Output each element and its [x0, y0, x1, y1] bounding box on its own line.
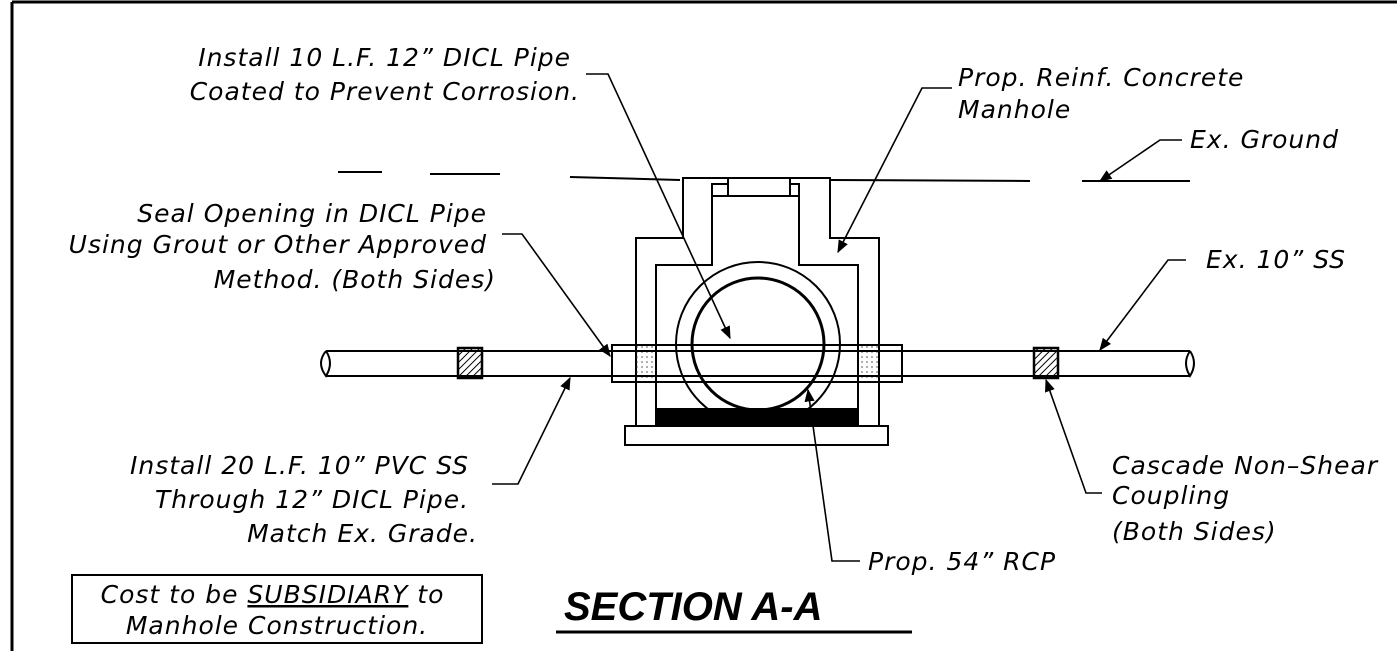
- cost-note: Cost to be SUBSIDIARY to Manhole Constru…: [71, 574, 483, 644]
- manhole-structure: [624, 177, 889, 446]
- manhole-bottom-fill: [656, 408, 858, 426]
- note-dicl-pipe: Install 10 L.F. 12” DICL Pipe Coated to …: [190, 43, 580, 106]
- note-ex-ground: Ex. Ground: [1190, 125, 1339, 154]
- manhole-inner-wall: [655, 195, 859, 426]
- ss-pipe: [320, 346, 1195, 380]
- svg-text:SECTION A-A: SECTION A-A: [564, 585, 823, 629]
- note-manhole: Prop. Reinf. Concrete Manhole: [958, 63, 1253, 124]
- svg-text:Cost to be SUBSIDIARY to: Cost to be SUBSIDIARY to Manhole Constru…: [101, 580, 454, 640]
- note-ex-ss: Ex. 10” SS: [1206, 245, 1346, 274]
- coupling-right: [1032, 346, 1060, 380]
- base-slab: [624, 425, 889, 446]
- leader-lines: [492, 73, 1186, 562]
- grout-seal-left: [635, 344, 657, 383]
- note-rcp: Prop. 54” RCP: [868, 547, 1056, 576]
- coupling-left: [456, 346, 484, 380]
- dicl-pipe: [611, 344, 903, 383]
- drawing-border: [10, 0, 1397, 651]
- section-title: SECTION A-A: [556, 585, 912, 634]
- existing-ground-line: [338, 171, 1190, 182]
- note-pvc-ss: Install 20 L.F. 10” PVC SS Through 12” D…: [130, 451, 478, 548]
- note-coupling: Cascade Non–Shear Coupling (Both Sides): [1112, 451, 1387, 546]
- manhole-outer-wall: [635, 177, 880, 426]
- grout-seal-right: [857, 344, 880, 383]
- note-seal-opening: Seal Opening in DICL Pipe Using Grout or…: [69, 199, 496, 294]
